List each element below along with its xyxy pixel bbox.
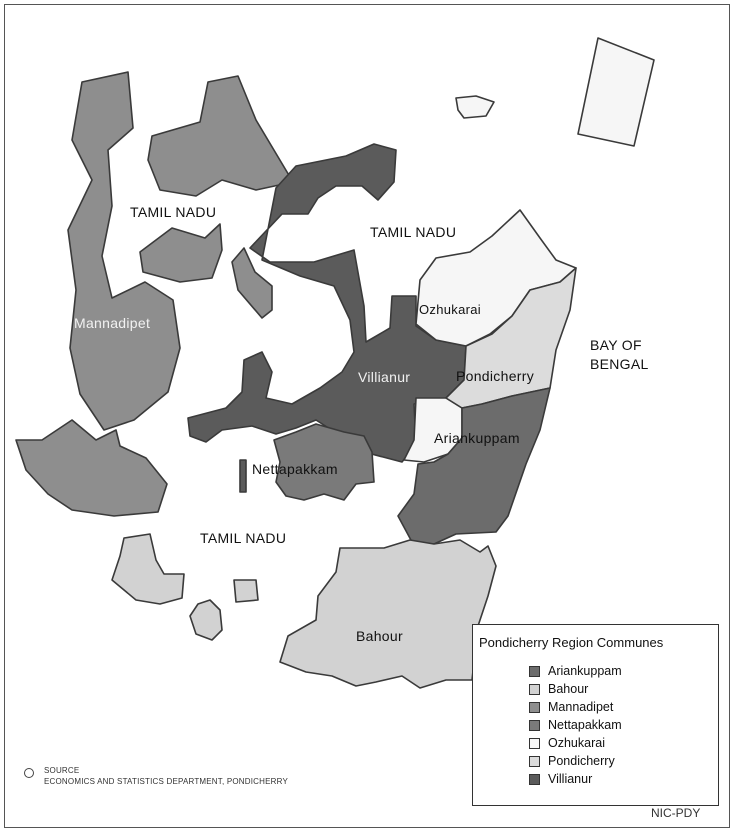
legend-swatch-villianur — [529, 773, 540, 785]
region-nettapakkam[interactable] — [273, 423, 375, 501]
legend-title: Pondicherry Region Communes — [479, 635, 664, 650]
legend-item: Nettapakkam — [529, 717, 622, 733]
legend-swatch-pondicherry — [529, 755, 540, 767]
source-line-1: SOURCE — [44, 766, 80, 775]
legend: Pondicherry Region Communes Ariankuppam … — [472, 624, 719, 806]
region-ozhukarai-northeast[interactable] — [577, 37, 655, 147]
legend-item: Pondicherry — [529, 753, 615, 769]
region-mannadipet-mid[interactable] — [139, 223, 223, 283]
region-bahour-square[interactable] — [233, 579, 259, 603]
legend-item: Mannadipet — [529, 699, 613, 715]
region-bahour-southwest[interactable] — [111, 533, 185, 605]
source-note: SOURCE ECONOMICS AND STATISTICS DEPARTME… — [24, 765, 288, 787]
region-mannadipet-north[interactable] — [147, 75, 294, 197]
legend-label: Ariankuppam — [548, 664, 622, 678]
region-ariankuppam[interactable] — [397, 387, 551, 545]
region-ozhukarai-islet[interactable] — [455, 95, 495, 119]
legend-label: Pondicherry — [548, 754, 615, 768]
legend-swatch-mannadipet — [529, 701, 540, 713]
label-ariankuppam: Ariankuppam — [434, 430, 520, 446]
region-bahour-small[interactable] — [189, 599, 223, 641]
label-nettapakkam: Nettapakkam — [252, 461, 338, 477]
legend-label: Bahour — [548, 682, 589, 696]
region-mannadipet-west[interactable] — [67, 71, 181, 431]
legend-label: Nettapakkam — [548, 718, 622, 732]
region-villianur-sliver[interactable] — [239, 459, 247, 493]
legend-swatch-nettapakkam — [529, 719, 540, 731]
label-ozhukarai: Ozhukarai — [419, 302, 481, 317]
label-tamil-nadu-west: TAMIL NADU — [130, 204, 217, 220]
label-bahour: Bahour — [356, 628, 403, 644]
legend-label: Villianur — [548, 772, 593, 786]
label-mannadipet: Mannadipet — [74, 315, 151, 331]
legend-item: Ozhukarai — [529, 735, 605, 751]
legend-swatch-bahour — [529, 683, 540, 695]
label-bay-of: BAY OF — [590, 337, 642, 353]
legend-label: Ozhukarai — [548, 736, 605, 750]
legend-item: Bahour — [529, 681, 588, 697]
legend-label: Mannadipet — [548, 700, 614, 714]
legend-swatch-ozhukarai — [529, 737, 540, 749]
region-mannadipet-southwest[interactable] — [15, 419, 168, 517]
region-bahour[interactable] — [279, 539, 497, 689]
label-tamil-nadu-south: TAMIL NADU — [200, 530, 287, 546]
label-pondicherry: Pondicherry — [456, 368, 535, 384]
region-mannadipet-spike[interactable] — [231, 247, 273, 319]
legend-item: Villianur — [529, 771, 592, 787]
label-villianur: Villianur — [358, 369, 411, 385]
credit-label: NIC-PDY — [651, 806, 701, 820]
source-circle-icon — [24, 768, 34, 778]
legend-item: Ariankuppam — [529, 663, 622, 679]
label-tamil-nadu-north: TAMIL NADU — [370, 224, 457, 240]
label-bengal: BENGAL — [590, 356, 649, 372]
legend-swatch-ariankuppam — [529, 665, 540, 677]
source-line-2: ECONOMICS AND STATISTICS DEPARTMENT, PON… — [44, 777, 288, 786]
